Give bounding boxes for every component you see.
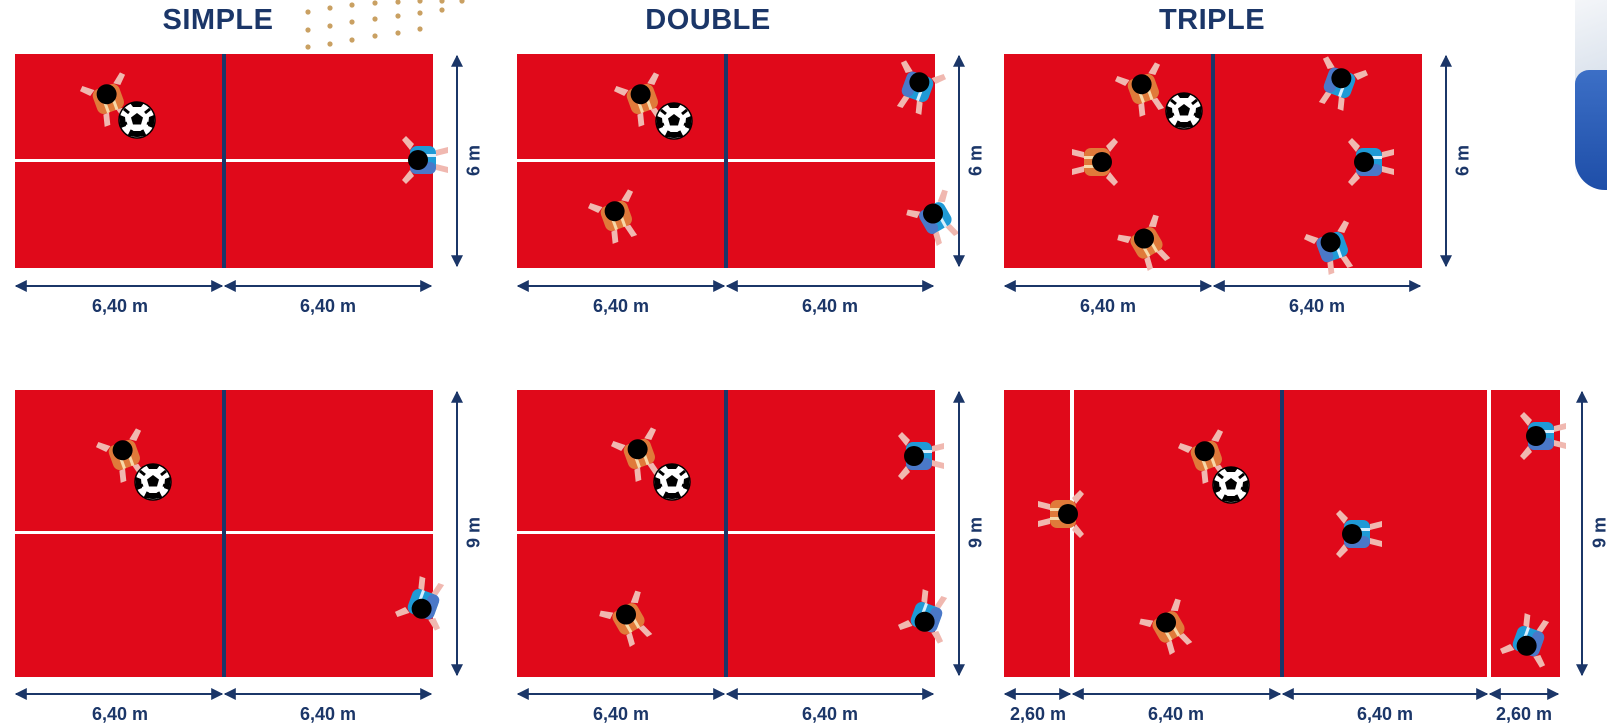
dimension-label-height: 6 m: [966, 131, 987, 191]
dimension-label-width: 6,40 m: [571, 704, 671, 725]
dimension-label-height: 9 m: [966, 503, 987, 563]
dimension-label-width: 6,40 m: [1335, 704, 1435, 725]
dimension-label-width: 6,40 m: [1058, 296, 1158, 317]
dimension-label-width: 6,40 m: [70, 296, 170, 317]
dimension-label-width: 6,40 m: [278, 296, 378, 317]
dimension-label-width: 2,60 m: [1000, 704, 1076, 725]
dimension-label-width: 6,40 m: [1126, 704, 1226, 725]
dimension-label-height: 6 m: [1453, 131, 1474, 191]
dimension-label-width: 6,40 m: [571, 296, 671, 317]
dimension-label-width: 2,60 m: [1486, 704, 1562, 725]
dimension-label-width: 6,40 m: [278, 704, 378, 725]
dimension-label-width: 6,40 m: [780, 704, 880, 725]
dimension-label-height: 6 m: [464, 131, 485, 191]
dimension-label-width: 6,40 m: [70, 704, 170, 725]
dimension-label-height: 9 m: [1590, 503, 1607, 563]
dimension-label-height: 9 m: [464, 503, 485, 563]
dimension-label-width: 6,40 m: [780, 296, 880, 317]
dimension-label-width: 6,40 m: [1267, 296, 1367, 317]
